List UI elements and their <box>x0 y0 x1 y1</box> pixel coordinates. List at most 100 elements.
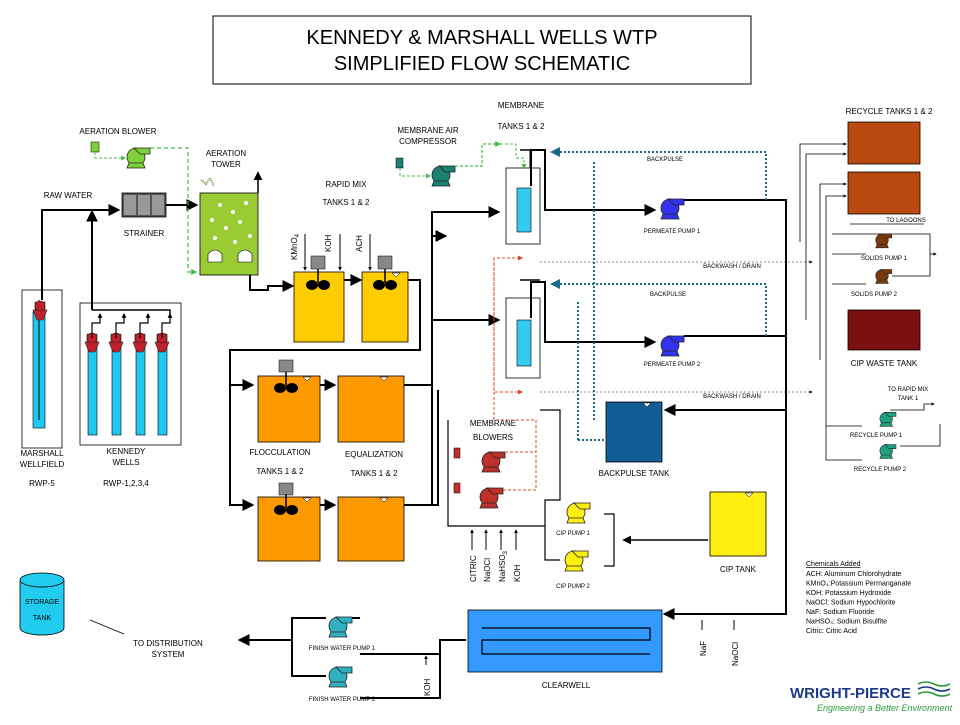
aeration-tower: AERATION TOWER <box>199 149 263 276</box>
logo-name: WRIGHT-PIERCE <box>790 685 911 702</box>
rapid-mix-label-1: RAPID MIX <box>326 180 368 189</box>
aeration-blower-label: AERATION BLOWER <box>79 127 156 136</box>
membrane-air-compressor: MEMBRANE AIR COMPRESSOR <box>395 126 502 187</box>
membrane-air-label-1: MEMBRANE AIR <box>397 126 459 135</box>
kennedy-wells: KENNEDY WELLS RWP-1,2,3,4 <box>79 302 182 488</box>
kennedy-label-3: RWP-1,2,3,4 <box>103 479 149 488</box>
strainer: STRAINER <box>121 192 167 238</box>
permeate-pump-2: PERMEATE PUMP 2 <box>644 335 701 368</box>
chem-naocl: NaOCl <box>483 558 492 582</box>
flocc-label-1: FLOCCULATION <box>249 448 310 457</box>
raw-water-label: RAW WATER <box>44 191 93 200</box>
membrane-blowers-label-2: BLOWERS <box>473 433 513 442</box>
chem-kmno4: KMnO4 <box>290 233 301 260</box>
chemicals-legend: Chemicals Added ACH: Aluminum Chlorohydr… <box>806 561 911 635</box>
finish-pump-2-label: FINISH WATER PUMP 2 <box>309 697 376 703</box>
legend-item: KMnO₄:Potassium Permanganate <box>806 581 911 588</box>
equalization-tanks: EQUALIZATION TANKS 1 & 2 <box>337 375 405 562</box>
title-line-2: SIMPLIFIED FLOW SCHEMATIC <box>334 53 630 75</box>
membrane-blowers: MEMBRANE BLOWERS <box>453 255 537 509</box>
solids-pump-2: SOLIDS PUMP 2 <box>851 269 898 298</box>
permeate-pump-1-label: PERMEATE PUMP 1 <box>644 229 701 235</box>
title-box: KENNEDY & MARSHALL WELLS WTP SIMPLIFIED … <box>212 15 752 85</box>
pump-icon <box>566 502 591 524</box>
equal-label-1: EQUALIZATION <box>345 450 403 459</box>
chem-naocl-2: NaOCl <box>731 642 740 666</box>
solids-pump-1-label: SOLIDS PUMP 1 <box>861 256 908 262</box>
to-rapid-mix-label-1: TO RAPID MIX <box>888 387 929 393</box>
marshall-label-3: RWP-5 <box>29 479 55 488</box>
cip-chemicals: CITRIC NaOCl NaHSO3 KOH <box>469 529 522 582</box>
recycle-tanks-label: RECYCLE TANKS 1 & 2 <box>846 107 933 116</box>
permeate-pump-2-label: PERMEATE PUMP 2 <box>644 362 701 368</box>
finish-water-pump-2: FINISH WATER PUMP 2 <box>309 666 376 703</box>
legend-item: NaF: Sodium Fluoride <box>806 609 874 616</box>
membrane-tanks-label-1: MEMBRANE <box>498 101 544 110</box>
marshall-wellfield: MARSHALL WELLFIELD RWP-5 <box>20 289 65 488</box>
rapid-mix-tanks: RAPID MIX TANKS 1 & 2 KMnO4 KOH ACH <box>290 180 409 343</box>
aeration-tower-label-1: AERATION <box>206 149 247 158</box>
legend-item: NaOCl: Sodium Hypochlorite <box>806 600 896 607</box>
blower-icon <box>479 487 504 509</box>
pump-icon <box>660 198 685 220</box>
marshall-label-1: MARSHALL <box>20 449 64 458</box>
finish-pump-1-label: FINISH WATER PUMP 1 <box>309 646 376 652</box>
rapid-mix-label-2: TANKS 1 & 2 <box>323 198 371 207</box>
chem-koh-3: KOH <box>423 678 432 696</box>
flocculation-tanks: FLOCCULATION TANKS 1 & 2 <box>249 359 321 562</box>
backwash-drain-label-1: BACKWASH / DRAIN <box>703 264 761 270</box>
backwash-drain-label-2: BACKWASH / DRAIN <box>703 394 761 400</box>
pump-icon <box>660 335 685 357</box>
cip-pump-2-label: CIP PUMP 2 <box>556 584 590 590</box>
permeate-pump-1: PERMEATE PUMP 1 <box>644 198 701 235</box>
pump-icon <box>328 666 353 688</box>
pump-icon <box>875 233 893 249</box>
flocc-label-2: TANKS 1 & 2 <box>257 467 305 476</box>
pump-icon <box>879 444 897 459</box>
to-rapid-mix-label-2: TANK 1 <box>898 396 919 402</box>
pump-icon <box>328 616 353 638</box>
backpulse-label-1: BACKPULSE <box>647 157 683 163</box>
backpulse-label-2: BACKPULSE <box>650 292 686 298</box>
recycle-pump-2-label: RECYCLE PUMP 2 <box>854 467 907 473</box>
blower-icon <box>126 147 151 169</box>
cip-pump-1: CIP PUMP 1 <box>556 502 591 537</box>
storage-label-2: TANK <box>33 615 51 622</box>
recycle-pumps: TO RAPID MIX TANK 1 RECYCLE PUMP 1 RECYC… <box>825 387 941 473</box>
chem-koh-2: KOH <box>513 564 522 582</box>
kennedy-label-1: KENNEDY <box>107 447 146 456</box>
finish-water-pump-1: FINISH WATER PUMP 1 <box>309 616 376 652</box>
wright-pierce-logo: WRIGHT-PIERCE Engineering a Better Envir… <box>790 681 953 713</box>
cip-pump-1-label: CIP PUMP 1 <box>556 531 590 537</box>
strainer-label: STRAINER <box>124 229 165 238</box>
cip-waste-tank: CIP WASTE TANK <box>847 309 921 368</box>
title-line-1: KENNEDY & MARSHALL WELLS WTP <box>306 27 657 49</box>
cip-pump-2: CIP PUMP 2 <box>556 550 591 590</box>
cip-waste-label: CIP WASTE TANK <box>851 359 918 368</box>
legend-item: Citric: Citric Acid <box>806 628 857 635</box>
equal-label-2: TANKS 1 & 2 <box>351 469 399 478</box>
storage-label-1: STORAGE <box>25 599 59 606</box>
backpulse-lines: BACKPULSE BACKPULSE <box>550 147 767 441</box>
membrane-air-label-2: COMPRESSOR <box>399 137 457 146</box>
legend-heading: Chemicals Added <box>806 561 861 568</box>
recycle-tanks: RECYCLE TANKS 1 & 2 TO LAGOONS <box>799 107 937 404</box>
legend-item: KOH: Potassium Hydroxide <box>806 590 891 597</box>
to-distribution-label-2: SYSTEM <box>152 650 185 659</box>
membrane-blowers-label-1: MEMBRANE <box>470 419 516 428</box>
compressor-icon <box>431 165 456 187</box>
logo-tagline: Engineering a Better Environment <box>817 703 953 713</box>
clearwell: CLEARWELL NaF NaOCl <box>467 609 740 690</box>
backpulse-tank: BACKPULSE TANK <box>599 401 670 478</box>
membrane-tanks-label-2: TANKS 1 & 2 <box>498 122 546 131</box>
marshall-label-2: WELLFIELD <box>20 460 65 469</box>
solids-pump-2-label: SOLIDS PUMP 2 <box>851 292 898 298</box>
to-distribution-label-1: TO DISTRIBUTION <box>133 639 203 648</box>
recycle-pump-1-label: RECYCLE PUMP 1 <box>850 433 903 439</box>
pump-icon <box>564 550 589 572</box>
aeration-tower-label-2: TOWER <box>211 160 241 169</box>
pump-icon <box>875 269 893 284</box>
to-lagoons-label: TO LAGOONS <box>886 218 926 224</box>
